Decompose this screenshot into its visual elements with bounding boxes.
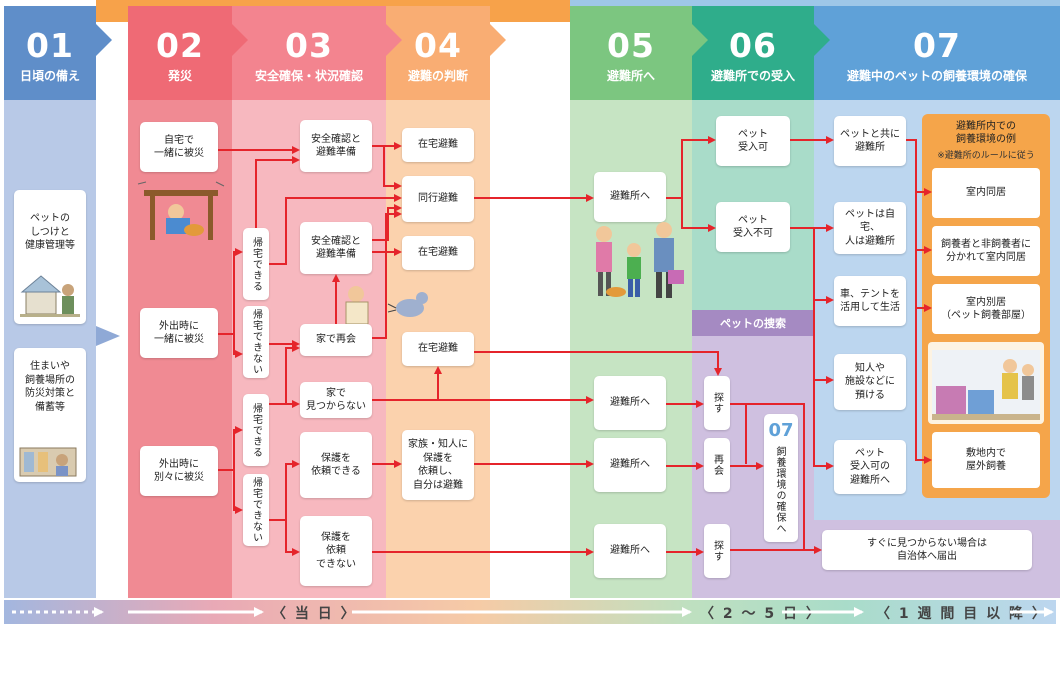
to-shelter-box-2: 避難所へ — [594, 376, 666, 430]
header-03: 03 安全確保・状況確認 — [232, 6, 386, 100]
pet-search-header-label: ペットの捜索 — [720, 317, 786, 330]
accompanied-evacuation-box: 同行避難 — [402, 176, 474, 222]
home-evacuation-box-2: 在宅避難 — [402, 236, 474, 270]
top-band-cool — [570, 0, 1060, 6]
header-06-title: 避難所での受入 — [710, 69, 795, 83]
header-02: 02 発災 — [128, 6, 232, 100]
search-box-2: 探す — [704, 524, 730, 578]
can-request-protection-box: 保護を 依頼できる — [300, 432, 372, 498]
sheltering-under-table-icon — [136, 180, 226, 246]
header-03-number: 03 — [285, 26, 333, 65]
not-found-at-home-box: 家で 見つからない — [300, 382, 372, 418]
timeline-same-day: 〈 当 日 〉 — [272, 606, 357, 622]
pet-home-person-shelter-box: ペットは自宅、 人は避難所 — [834, 202, 906, 254]
header-07-number: 07 — [913, 26, 961, 65]
with-pet-shelter-box: ペットと共に 避難所 — [834, 116, 906, 166]
safety-confirm-box-2: 安全確認と 避難準備 — [300, 222, 372, 274]
pet-not-accepted-box: ペット 受入不可 — [716, 202, 790, 252]
reference-07-text: 飼養環境の確保へ — [774, 446, 785, 534]
reference-07-box: 07 飼養環境の確保へ — [764, 414, 798, 542]
car-tent-box: 車、テントを 活用して生活 — [834, 276, 906, 326]
header-04: 04 避難の判断 — [386, 6, 490, 100]
header-07-title: 避難中のペットの飼養環境の確保 — [846, 69, 1027, 83]
cannot-request-protection-box: 保護を 依頼 できない — [300, 516, 372, 586]
person-with-cat-icon — [340, 284, 436, 326]
example-separate-room-box: 室内別居 （ペット飼養部屋） — [932, 284, 1040, 334]
example-indoor-box: 室内同居 — [932, 168, 1040, 218]
ask-family-box: 家族・知人に 保護を 依頼し、 自分は避難 — [402, 430, 474, 500]
pet-accepted-box: ペット 受入可 — [716, 116, 790, 166]
header-04-title: 避難の判断 — [407, 69, 468, 83]
to-shelter-box-3: 避難所へ — [594, 438, 666, 492]
pet-room-icon — [928, 342, 1044, 424]
report-to-municipality-box: すぐに見つからない場合は 自治体へ届出 — [822, 530, 1032, 570]
disaster-box-out-together: 外出時に 一緒に被災 — [140, 308, 218, 358]
header-03-title: 安全確保・状況確認 — [254, 69, 363, 83]
to-shelter-box-1: 避難所へ — [594, 172, 666, 222]
no-return-box-2: 帰宅できない — [243, 474, 269, 546]
return-home-box-2: 帰宅できる — [243, 394, 269, 466]
family-evacuating-icon — [582, 220, 686, 304]
no-return-box-1: 帰宅できない — [243, 306, 269, 378]
accepting-shelter-box: ペット 受入可の 避難所へ — [834, 440, 906, 494]
pet-search-header: ペットの捜索 — [692, 310, 814, 336]
shelter-examples-panel: 避難所内での 飼養環境の例 ※避難所のルールに従う 室内同居 飼養者と非飼養者に… — [922, 114, 1050, 498]
header-02-title: 発災 — [167, 69, 192, 83]
header-05: 05 避難所へ — [570, 6, 692, 100]
header-07: 07 避難中のペットの飼養環境の確保 — [814, 6, 1060, 100]
safety-confirm-box-1: 安全確認と 避難準備 — [300, 120, 372, 172]
header-02-number: 02 — [156, 26, 204, 65]
timeline-days-2-5: 〈 2 ～ 5 日 〉 — [700, 606, 822, 622]
header-04-number: 04 — [414, 26, 462, 65]
reference-07-number: 07 — [768, 420, 794, 441]
disaster-box-at-home: 自宅で 一緒に被災 — [140, 122, 218, 172]
header-06-number: 06 — [729, 26, 777, 65]
header-05-number: 05 — [607, 26, 655, 65]
reunite-at-home-box: 家で再会 — [300, 324, 372, 356]
reunion-box: 再会 — [704, 438, 730, 492]
header-01-number: 01 — [26, 26, 74, 65]
header-01: 01 日頃の備え — [4, 6, 96, 100]
stockpile-icon — [16, 440, 82, 480]
examples-title: 避難所内での 飼養環境の例 — [956, 121, 1016, 145]
disaster-box-out-apart: 外出時に 別々に被災 — [140, 446, 218, 496]
home-evacuation-box-1: 在宅避難 — [402, 128, 474, 162]
entrust-box: 知人や 施設などに 預ける — [834, 354, 906, 410]
header-05-title: 避難所へ — [606, 69, 655, 83]
to-shelter-box-4: 避難所へ — [594, 524, 666, 578]
example-outdoor-box: 敷地内で 屋外飼養 — [932, 432, 1040, 488]
example-separated-box: 飼養者と非飼養者に 分かれて室内同居 — [932, 226, 1040, 276]
home-evacuation-box-3: 在宅避難 — [402, 332, 474, 366]
examples-note: ※避難所のルールに従う — [937, 151, 1035, 161]
dog-house-icon — [20, 270, 80, 318]
header-06: 06 避難所での受入 — [692, 6, 814, 100]
search-box-1: 探す — [704, 376, 730, 430]
header-01-title: 日頃の備え — [19, 69, 80, 83]
timeline-week-1: 〈 1 週 間 目 以 降 〉 — [876, 606, 1048, 622]
return-home-box-1: 帰宅できる — [243, 228, 269, 300]
